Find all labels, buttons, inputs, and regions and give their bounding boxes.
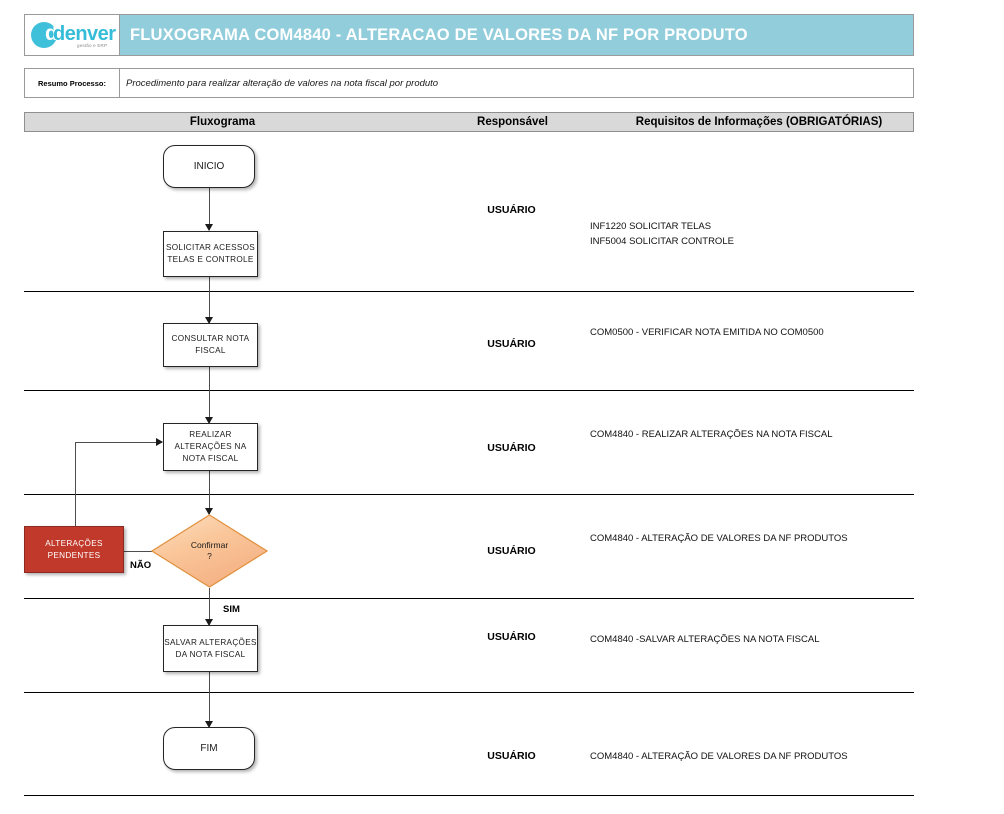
connector-changes-to-confirm (209, 471, 210, 514)
node-end[interactable]: FIM (163, 727, 255, 770)
row-separator (24, 291, 914, 292)
column-header-flowchart: Fluxograma (189, 116, 256, 128)
requirement-line: COM4840 -SALVAR ALTERAÇÕES NA NOTA FISCA… (590, 634, 820, 645)
requirements-row-3: COM4840 - REALIZAR ALTERAÇÕES NA NOTA FI… (590, 427, 920, 442)
summary-value: Procedimento para realizar alteração de … (126, 77, 439, 89)
requirements-row-5: COM4840 -SALVAR ALTERAÇÕES NA NOTA FISCA… (590, 632, 920, 647)
edge-label-no: NÃO (130, 560, 152, 571)
node-request-access[interactable]: SOLICITAR ACESSOS TELAS E CONTROLE (163, 231, 258, 277)
logo-circle-icon (31, 22, 57, 48)
node-pending-changes[interactable]: ALTERAÇÕES PENDENTES (24, 526, 124, 573)
connector-loop-vertical (75, 442, 76, 526)
responsible-row-3: USUÁRIO (487, 442, 536, 454)
node-confirm-decision[interactable]: Confirmar ? (150, 514, 269, 588)
logo-wordmark: denver (53, 23, 116, 45)
requirement-line: COM4840 - ALTERAÇÃO DE VALORES DA NF PRO… (590, 533, 848, 544)
summary-label-cell: Resumo Processo: (25, 69, 120, 97)
requirement-line: COM4840 - ALTERAÇÃO DE VALORES DA NF PRO… (590, 751, 848, 762)
connector-confirm-no (118, 551, 166, 552)
page-title: FLUXOGRAMA COM4840 - ALTERACAO DE VALORE… (130, 25, 748, 44)
responsible-row-2: USUÁRIO (487, 338, 536, 350)
node-consult-invoice[interactable]: CONSULTAR NOTA FISCAL (163, 323, 258, 367)
summary-value-cell: Procedimento para realizar alteração de … (120, 69, 913, 97)
row-separator (24, 692, 914, 693)
responsible-row-6: USUÁRIO (487, 750, 536, 762)
responsible-row-1: USUÁRIO (487, 204, 536, 216)
connector-save-to-end (209, 672, 210, 727)
column-header-responsible: Responsável (477, 116, 548, 128)
arrow-head (156, 438, 163, 446)
row-separator (24, 390, 914, 391)
connector-confirm-yes (209, 588, 210, 625)
decision-diamond-icon (150, 514, 269, 588)
decision-label-line2: ? (207, 551, 212, 561)
connector-start-to-request (209, 188, 210, 230)
arrow-head (205, 619, 213, 626)
connector-request-to-consult (209, 277, 210, 323)
summary-label: Resumo Processo: (38, 78, 106, 88)
node-make-changes[interactable]: REALIZAR ALTERAÇÕES NA NOTA FISCAL (163, 423, 258, 471)
decision-label: Confirmar ? (151, 514, 268, 588)
node-save-changes[interactable]: SALVAR ALTERAÇÕES DA NOTA FISCAL (163, 625, 258, 672)
logo-letter-d: d (45, 22, 58, 45)
responsible-row-4: USUÁRIO (487, 545, 536, 557)
arrow-head (205, 508, 213, 515)
process-summary-row: Resumo Processo: Procedimento para reali… (24, 68, 914, 98)
column-header-row: Fluxograma Responsável Requisitos de Inf… (24, 112, 914, 132)
connector-loop-horizontal (75, 442, 162, 443)
row-separator (24, 795, 914, 796)
arrow-head (205, 417, 213, 424)
requirements-row-1: INF1220 SOLICITAR TELAS INF5004 SOLICITA… (590, 219, 920, 249)
logo-tagline: gestão e ERP (77, 43, 108, 48)
requirements-row-4: COM4840 - ALTERAÇÃO DE VALORES DA NF PRO… (590, 531, 920, 546)
connector-consult-to-changes (209, 367, 210, 423)
requirements-row-2: COM0500 - VERIFICAR NOTA EMITIDA NO COM0… (590, 325, 920, 340)
edge-label-yes: SIM (223, 604, 240, 615)
requirements-row-6: COM4840 - ALTERAÇÃO DE VALORES DA NF PRO… (590, 749, 920, 764)
requirement-line: COM4840 - REALIZAR ALTERAÇÕES NA NOTA FI… (590, 429, 833, 440)
arrow-head (205, 224, 213, 231)
logo-cell: d denver gestão e ERP (25, 15, 120, 55)
requirement-line: INF5004 SOLICITAR CONTROLE (590, 236, 734, 247)
row-separator (24, 598, 914, 599)
arrow-head (205, 721, 213, 728)
header-banner: d denver gestão e ERP FLUXOGRAMA COM4840… (24, 14, 914, 56)
requirement-line: INF1220 SOLICITAR TELAS (590, 221, 712, 232)
requirement-line: COM0500 - VERIFICAR NOTA EMITIDA NO COM0… (590, 327, 824, 338)
node-start[interactable]: INICIO (163, 145, 255, 188)
decision-label-line1: Confirmar (190, 540, 229, 550)
title-cell: FLUXOGRAMA COM4840 - ALTERACAO DE VALORE… (120, 15, 913, 55)
row-separator (24, 494, 914, 495)
arrow-head (205, 317, 213, 324)
denver-logo: d denver gestão e ERP (31, 20, 116, 51)
responsible-row-5: USUÁRIO (487, 631, 536, 643)
column-header-requirements: Requisitos de Informações (OBRIGATÓRIAS) (635, 116, 883, 128)
